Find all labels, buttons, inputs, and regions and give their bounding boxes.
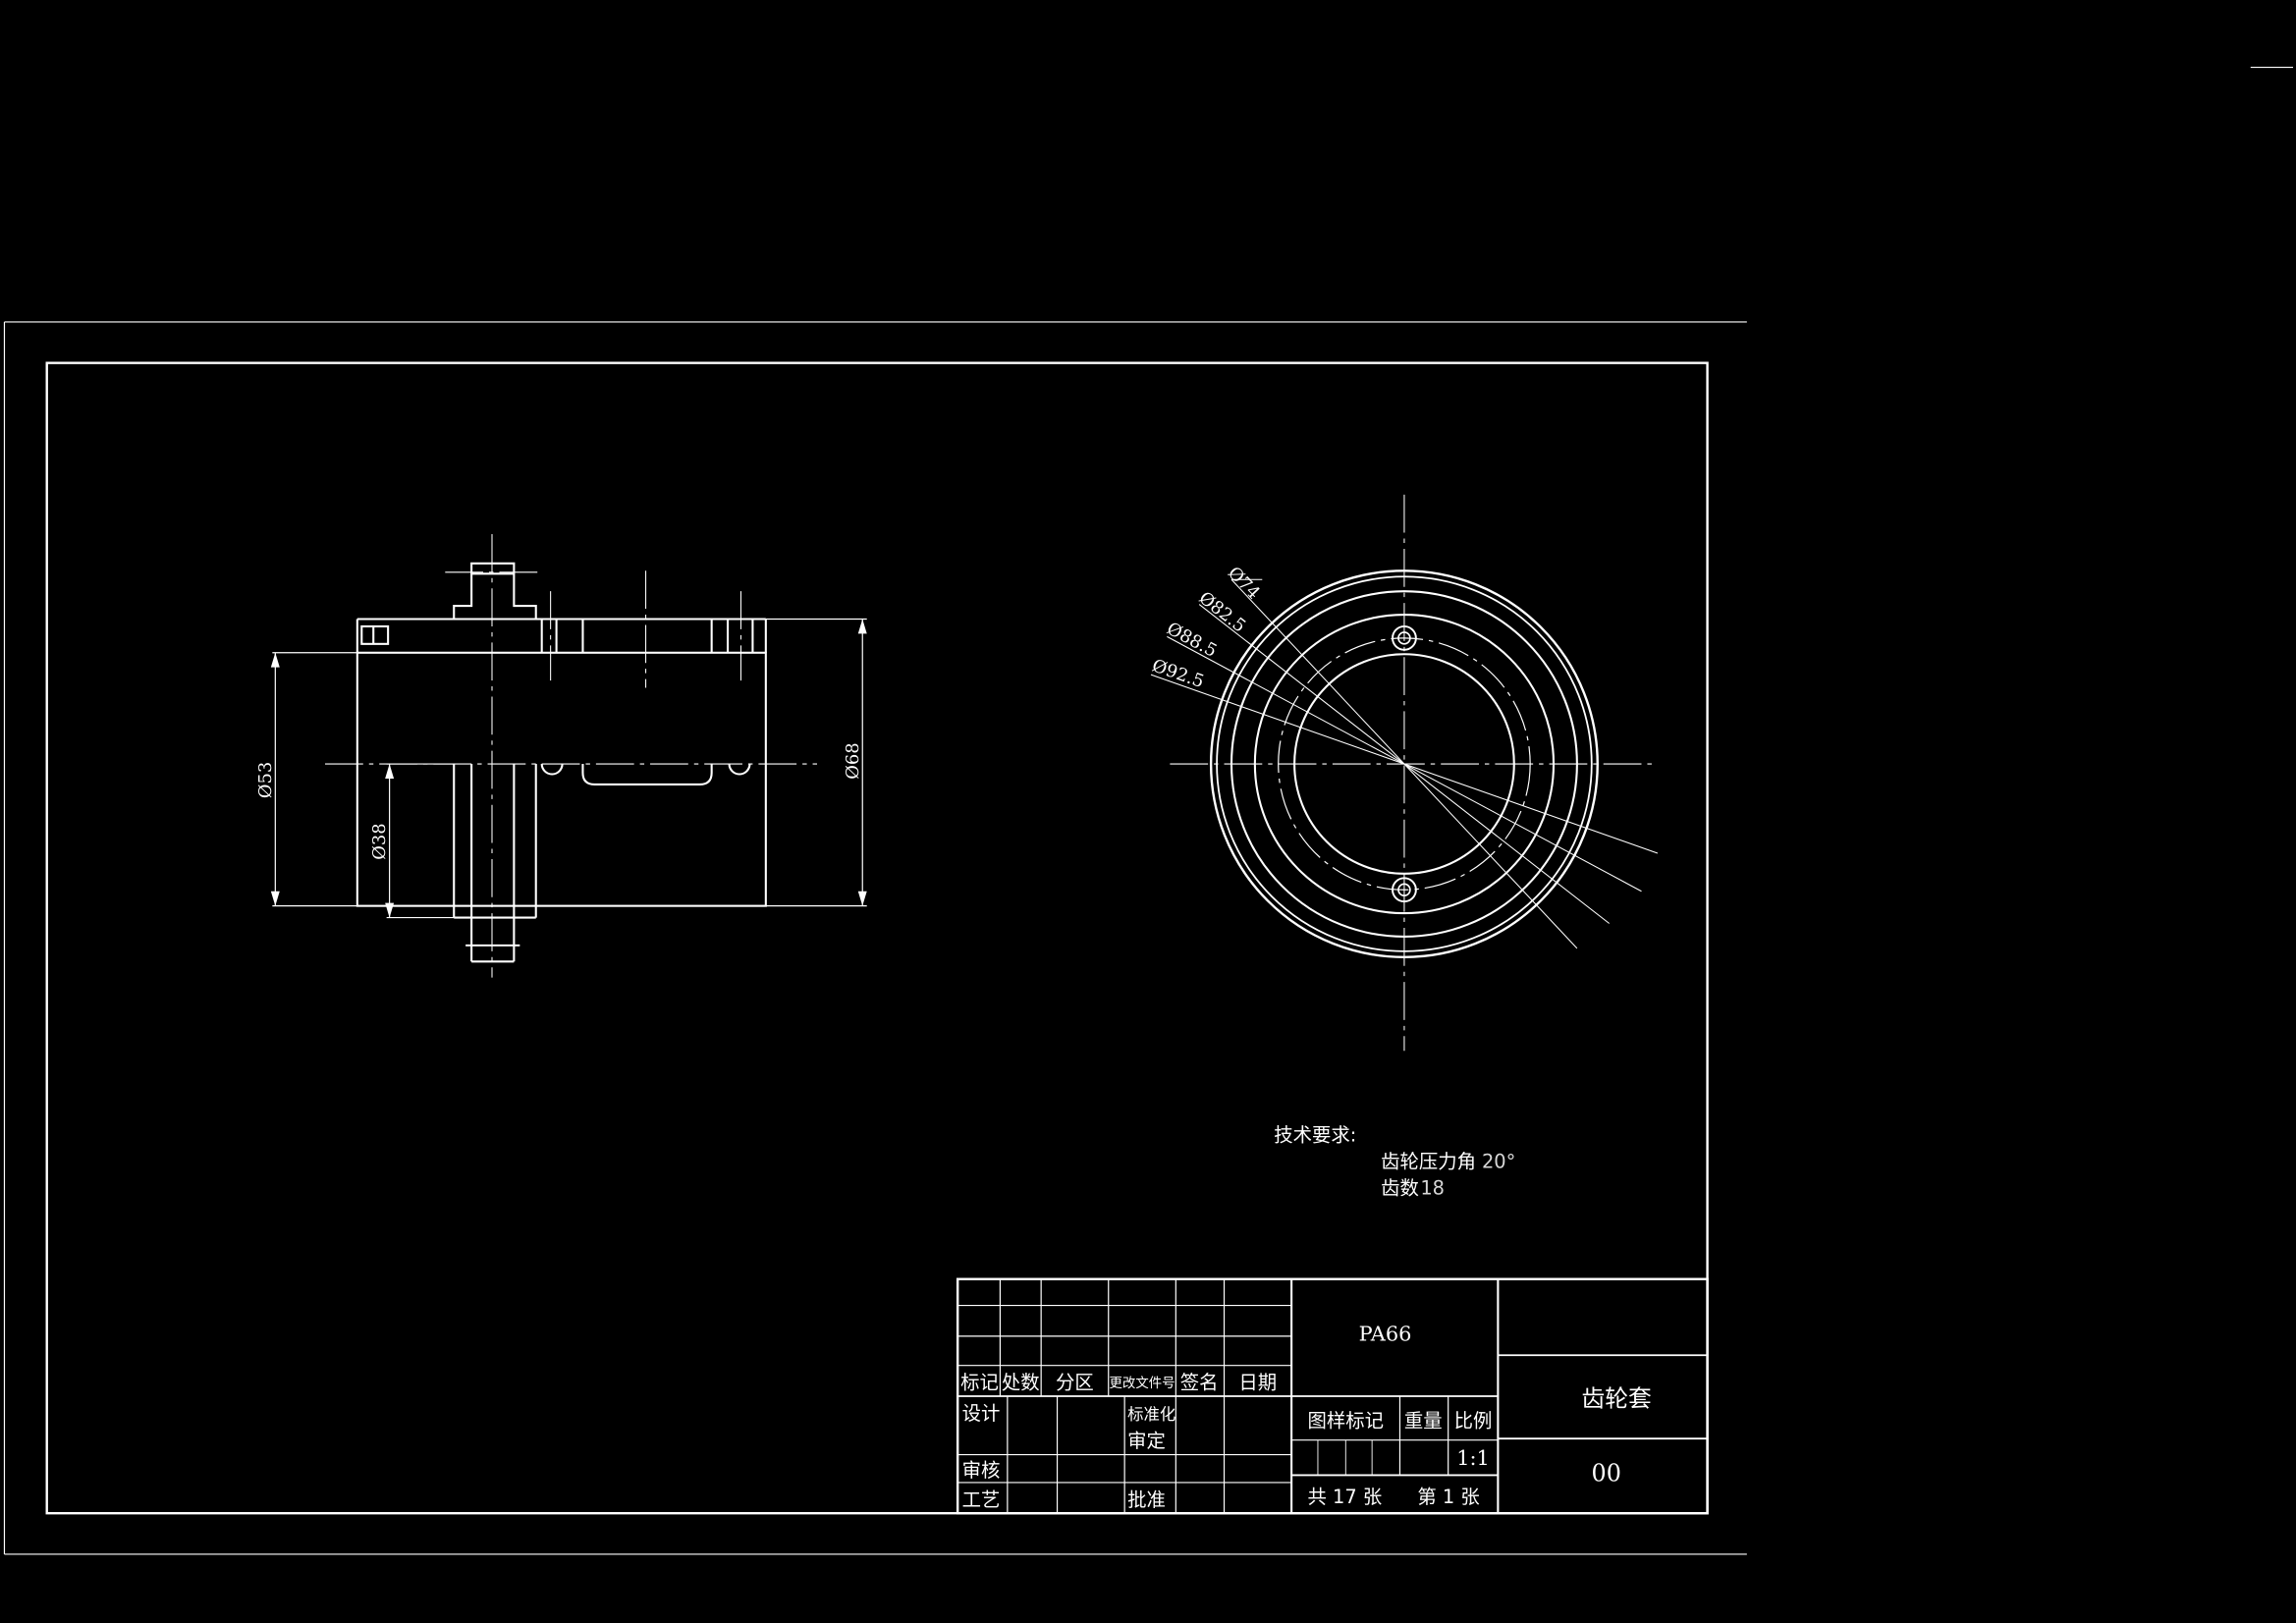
tech-req-line2-label: 齿数: [1381, 1176, 1419, 1199]
role-process: 工艺: [962, 1488, 1001, 1511]
front-view-arrows: [270, 619, 867, 918]
tech-req-line1-label: 齿轮压力角: [1381, 1150, 1476, 1172]
part-name: 齿轮套: [1581, 1384, 1652, 1412]
header-signature: 签名: [1180, 1372, 1219, 1394]
drawing-frame: [45, 361, 1709, 1515]
label-sample-mark: 图样标记: [1308, 1409, 1385, 1432]
dim-label-d68: Ø68: [843, 742, 863, 779]
front-view-dimensions: [272, 618, 867, 919]
material-label: PA66: [1359, 1322, 1412, 1345]
front-view: [355, 562, 767, 963]
tech-req-title: 技术要求:: [1274, 1124, 1356, 1147]
side-view-centerlines: [1170, 494, 1654, 1052]
header-zone: 分区: [1056, 1372, 1094, 1394]
label-scale: 比例: [1454, 1409, 1493, 1432]
header-mark: 标记: [960, 1372, 999, 1394]
sheet-total: 共 17 张: [1308, 1486, 1383, 1508]
front-view-centerlines: [325, 534, 818, 978]
dim-label-d88-5: Ø88.5: [1164, 619, 1221, 662]
dim-label-d53: Ø53: [255, 762, 276, 798]
tech-req-line2-value: 18: [1420, 1176, 1445, 1199]
role-design: 设计: [962, 1402, 1001, 1425]
role-approve: 批准: [1127, 1488, 1166, 1511]
header-date: 日期: [1238, 1372, 1277, 1394]
title-block-text: PA66 齿轮套 00 标记 处数 分区 更改文件号 签名 日期 设计 标准化 …: [960, 1322, 1652, 1510]
header-count: 处数: [1002, 1372, 1040, 1394]
front-view-top-boss: [453, 562, 537, 620]
role-finalize: 审定: [1127, 1430, 1166, 1452]
side-view-leaders: [1150, 578, 1659, 949]
front-view-slot: [581, 764, 713, 785]
scale-value: 1:1: [1456, 1446, 1490, 1470]
dim-label-d38: Ø38: [369, 823, 390, 859]
dim-label-d92-5: Ø92.5: [1149, 656, 1206, 693]
header-change-doc: 更改文件号: [1110, 1376, 1175, 1391]
tech-req-line1-value: 20°: [1482, 1150, 1515, 1172]
drawing-number: 00: [1592, 1459, 1621, 1487]
front-view-body: [355, 651, 767, 907]
title-block: [956, 1277, 1709, 1515]
dim-label-d74: Ø74: [1224, 563, 1264, 603]
sheet-outer-border: [3, 321, 1747, 1555]
sheet-current: 第 1 张: [1417, 1486, 1479, 1508]
front-view-notch: [360, 624, 390, 645]
tech-requirements: 技术要求: 齿轮压力角 20° 齿数 18: [1274, 1124, 1515, 1200]
role-standardize: 标准化: [1127, 1405, 1175, 1424]
label-weight: 重量: [1404, 1409, 1443, 1432]
role-review: 审核: [962, 1459, 1001, 1482]
